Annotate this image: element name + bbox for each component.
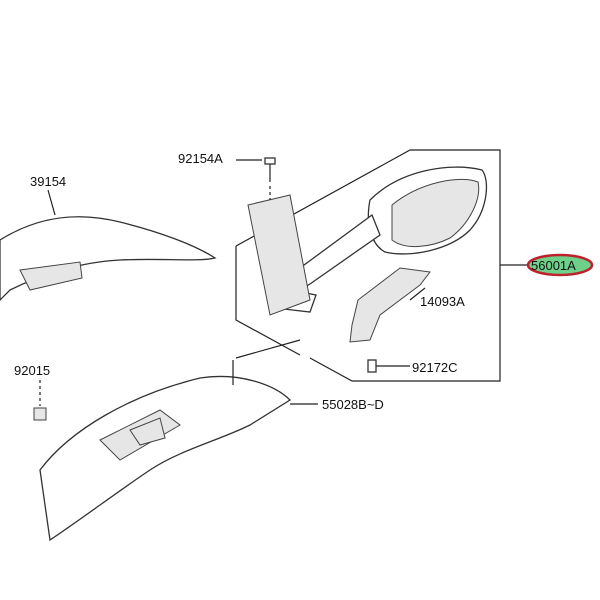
label-92154a: 92154A	[178, 151, 223, 166]
label-56001a[interactable]: 56001A	[531, 258, 576, 273]
label-14093a: 14093A	[420, 294, 465, 309]
label-92015: 92015	[14, 363, 50, 378]
bolt-92154a	[264, 157, 276, 200]
cover-39154	[0, 189, 217, 301]
stay-plate	[247, 194, 311, 316]
highlight-ring	[526, 253, 594, 277]
assembly-frame	[235, 149, 528, 382]
label-39154: 39154	[30, 174, 66, 189]
label-92172c: 92172C	[412, 360, 458, 375]
clip-92015	[33, 380, 47, 421]
cowl-55028	[39, 375, 318, 542]
screw-92172c	[367, 359, 410, 373]
label-55028: 55028B~D	[322, 397, 384, 412]
bracket-14093a	[349, 267, 431, 343]
